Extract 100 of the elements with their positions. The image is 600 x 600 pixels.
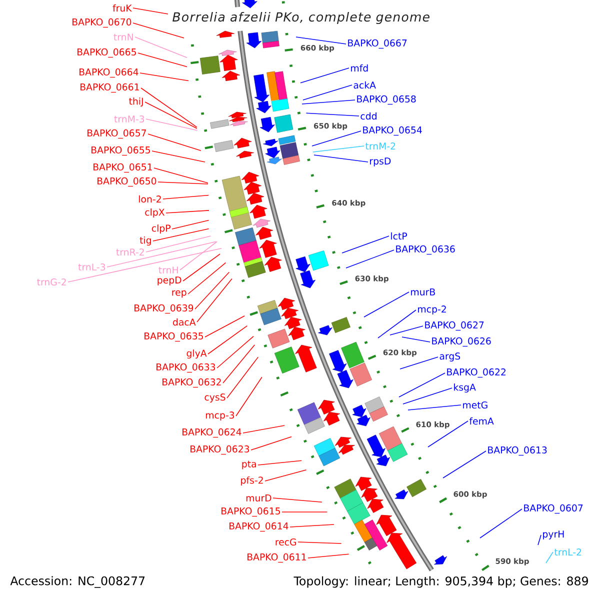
gene-label: lctP	[391, 232, 408, 240]
leader-line	[152, 150, 206, 162]
gene-label: BAPKO_0664	[80, 68, 138, 78]
leader-line	[146, 118, 198, 131]
leader-line	[236, 376, 262, 416]
gene-label: trnL-3	[78, 263, 106, 271]
leader-line	[146, 236, 212, 252]
gene-label: BAPKO_0624	[182, 428, 242, 438]
leader-line	[264, 469, 307, 482]
gene-label: trnG-2	[37, 278, 66, 286]
leader-line	[162, 194, 209, 200]
leader-line	[408, 404, 462, 410]
gene-label: glyA	[186, 349, 207, 359]
leader-line	[158, 182, 208, 184]
leader-line	[68, 248, 222, 282]
gene-label: BAPKO_0657	[88, 129, 146, 139]
gene-label: murD	[246, 494, 272, 502]
leader-line	[378, 310, 416, 338]
gene-label: BAPKO_0635	[144, 332, 203, 342]
gene-label: metG	[463, 401, 488, 409]
leader-line	[258, 460, 302, 466]
leader-line	[242, 425, 285, 434]
leader-line	[300, 68, 350, 84]
leader-line	[298, 542, 342, 544]
leader-line	[182, 254, 220, 282]
leader-line	[398, 372, 446, 398]
gene-label: BAPKO_0639	[134, 304, 194, 314]
gene-label: mfd	[351, 64, 368, 72]
footer-text: Topology: linear; Length: 905,394 bp; Genes: 889	[294, 576, 588, 588]
gene-label: BAPKO_0665	[78, 48, 136, 58]
leader-line	[308, 554, 350, 558]
leader-line	[428, 420, 468, 448]
gene-label: rpsD	[370, 158, 391, 166]
gene-label: trnH	[158, 266, 178, 274]
leader-line	[154, 168, 208, 184]
leader-line	[302, 84, 352, 100]
leader-line	[152, 228, 210, 242]
leader-line	[342, 236, 390, 254]
gene-label: BAPKO_0650	[98, 177, 156, 187]
gene-label: BAPKO_0658	[357, 95, 416, 105]
leader-line	[442, 450, 486, 478]
leader-line	[134, 36, 188, 58]
leader-line	[194, 272, 230, 310]
gene-label: pta	[242, 460, 256, 470]
leader-line	[312, 130, 362, 146]
leader-line	[538, 534, 542, 546]
gene-label: BAPKO_0667	[348, 39, 407, 49]
gene-label: trnL-2	[554, 548, 582, 556]
leader-line	[188, 262, 226, 294]
gene-label: trnM-2	[365, 142, 396, 150]
leader-line	[180, 241, 218, 270]
gene-label: BAPKO_0651	[94, 163, 152, 173]
leader-line	[216, 336, 254, 368]
gene-label: dacA	[173, 318, 196, 326]
leader-line	[272, 498, 322, 503]
leader-line	[106, 241, 216, 268]
gene-label: trnM-3	[114, 115, 144, 123]
gene-label: BAPKO_0655	[92, 146, 150, 156]
gene-label: thiJ	[129, 98, 143, 107]
gene-label: femA	[469, 417, 494, 425]
gene-label: BAPKO_0623	[190, 445, 250, 455]
leader-line	[226, 356, 259, 398]
gene-label: fruK	[112, 4, 132, 12]
leader-line	[364, 292, 410, 318]
gene-label: BAPKO_0661	[80, 83, 139, 93]
gene-label: pyrH	[543, 530, 564, 540]
gene-label: argS	[440, 352, 460, 362]
gene-label: BAPKO_0613	[488, 446, 547, 456]
leader-line	[138, 52, 188, 68]
gene-label: BAPKO_0614	[230, 522, 288, 532]
gene-label: BAPKO_0632	[162, 378, 221, 388]
gene-label: BAPKO_0636	[396, 245, 455, 255]
leader-line	[140, 88, 198, 128]
leader-line	[208, 325, 248, 354]
leader-line	[312, 146, 364, 152]
gene-label: lon-2	[138, 195, 161, 203]
gene-label: mcp-3	[206, 412, 234, 420]
gene-label: BAPKO_0626	[432, 337, 491, 347]
gene-label: BAPKO_0611	[248, 553, 306, 563]
leader-line	[480, 508, 522, 538]
title: Borrelia afzelii PKo, complete genome	[172, 12, 430, 24]
gene-label: tig	[140, 236, 151, 246]
leader-line	[402, 336, 430, 342]
leader-line	[222, 344, 256, 384]
gene-label: rep	[172, 290, 186, 298]
leader-line	[296, 36, 346, 44]
leader-line	[144, 102, 198, 129]
footer-text: Accession: NC_008277	[10, 576, 145, 588]
gene-label: pepD	[158, 276, 182, 286]
gene-label: mcp-2	[418, 306, 446, 314]
leader-line	[140, 72, 189, 82]
leader-line	[132, 22, 184, 38]
gene-label: BAPKO_0627	[425, 321, 484, 331]
leader-line	[306, 112, 360, 116]
leader-line	[400, 356, 438, 370]
gene-label: pfs-2	[241, 476, 263, 486]
leader-line	[132, 8, 168, 14]
gene-label: BAPKO_0615	[222, 507, 280, 517]
gene-label: BAPKO_0622	[447, 368, 506, 378]
gene-label: recG	[276, 538, 296, 546]
